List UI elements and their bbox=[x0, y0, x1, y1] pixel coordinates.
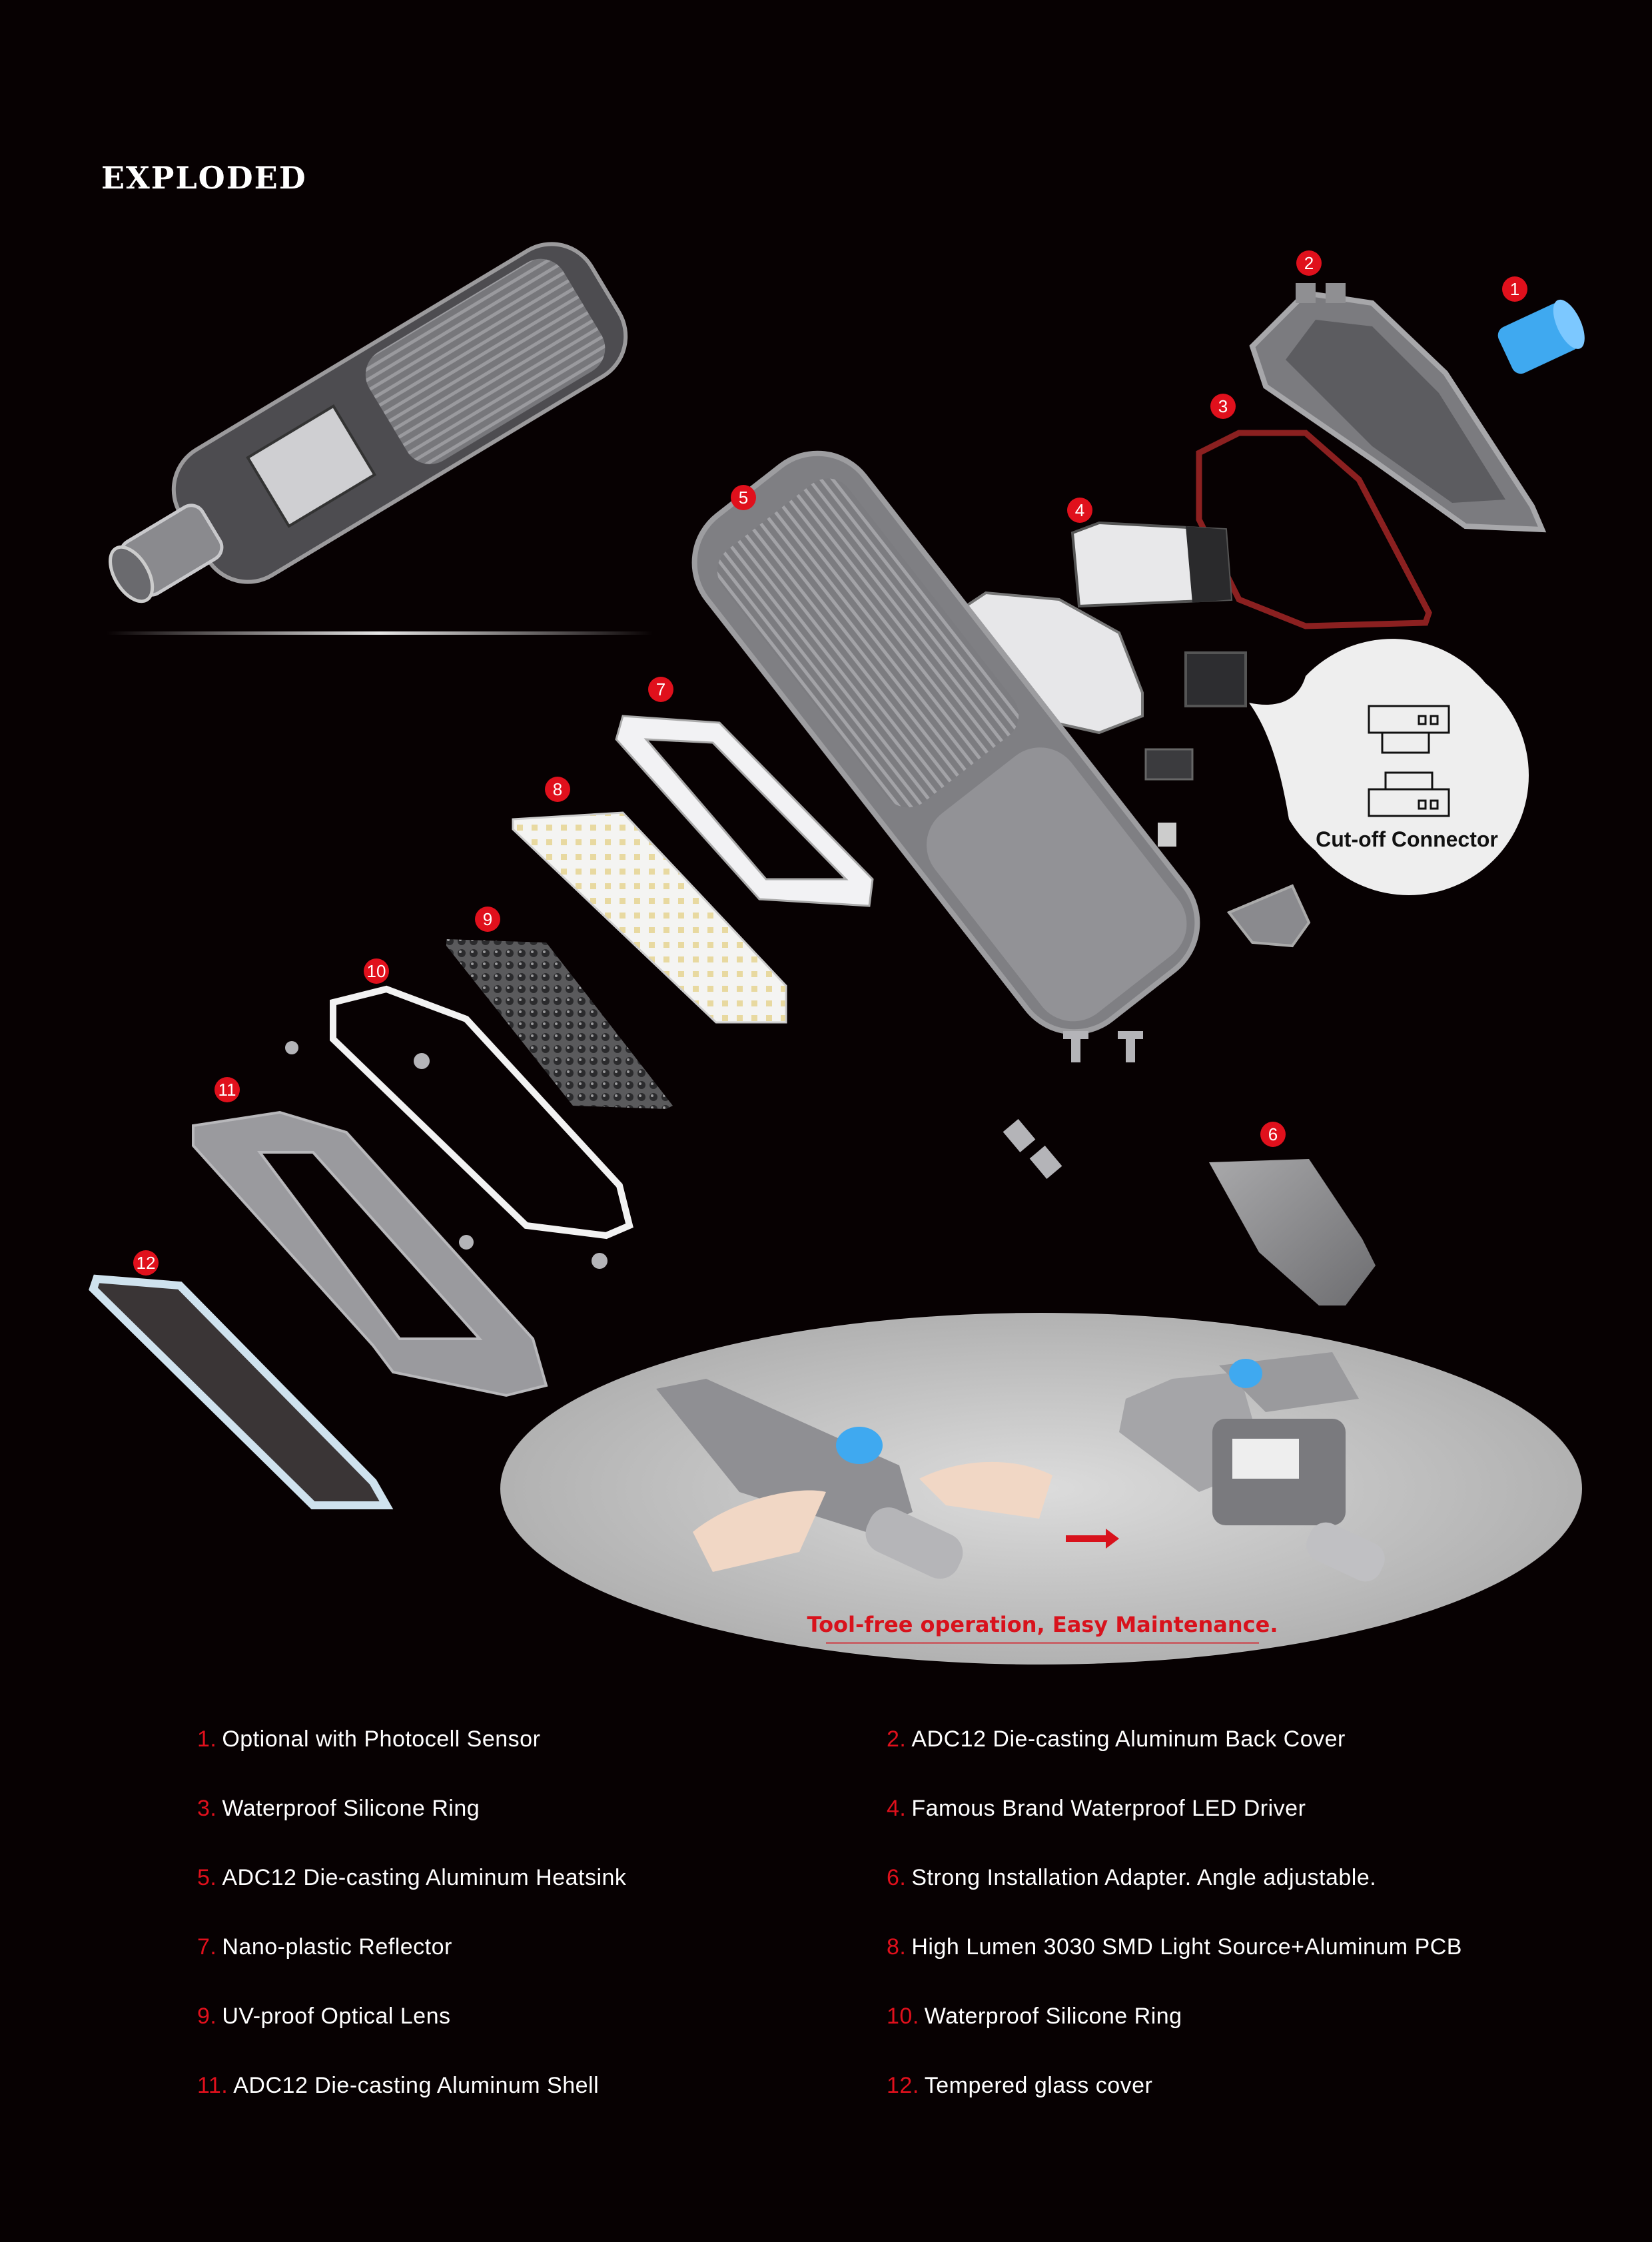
screws bbox=[285, 1031, 1143, 1269]
part-number-badges: 1 2 3 4 5 6 7 8 9 10 11 12 bbox=[133, 250, 1527, 1276]
badge-6: 6 bbox=[1260, 1122, 1286, 1147]
maintenance-caption: Tool-free operation, Easy Maintenance. bbox=[807, 1612, 1278, 1637]
led-driver-part bbox=[1070, 521, 1233, 608]
heatsink-part bbox=[691, 450, 1200, 1035]
sensor-icon bbox=[836, 1427, 883, 1464]
svg-text:12: 12 bbox=[137, 1253, 156, 1273]
badge-11: 11 bbox=[214, 1077, 240, 1102]
photocell-sensor-part bbox=[1497, 299, 1585, 374]
svg-text:11: 11 bbox=[218, 1080, 236, 1100]
legend-item-3: 3.Waterproof Silicone Ring bbox=[197, 1796, 480, 1821]
page-title: EXPLODED bbox=[101, 160, 307, 196]
reflector-part bbox=[615, 715, 874, 907]
arrow-right-icon bbox=[1066, 1529, 1119, 1549]
installation-adapter-part bbox=[1209, 1159, 1376, 1306]
badge-2: 2 bbox=[1296, 250, 1322, 276]
silicone-ring-front-part bbox=[330, 985, 633, 1240]
svg-text:9: 9 bbox=[483, 909, 492, 929]
maintenance-illustration: Tool-free operation, Easy Maintenance. bbox=[500, 1313, 1582, 1665]
legend-item-4: 4.Famous Brand Waterproof LED Driver bbox=[887, 1796, 1306, 1821]
cut-off-connector-callout: Cut-off Connector bbox=[1249, 639, 1529, 895]
optical-lens-part bbox=[446, 939, 673, 1109]
svg-text:8: 8 bbox=[553, 779, 562, 799]
svg-text:1: 1 bbox=[1510, 279, 1519, 299]
connector-part bbox=[1144, 748, 1194, 781]
legend-item-2: 2.ADC12 Die-casting Aluminum Back Cover bbox=[887, 1726, 1346, 1752]
badge-5: 5 bbox=[731, 485, 756, 510]
svg-text:6: 6 bbox=[1268, 1124, 1278, 1144]
badge-8: 8 bbox=[545, 777, 570, 802]
legend-item-9: 9.UV-proof Optical Lens bbox=[197, 2004, 451, 2029]
aluminum-shell-part bbox=[192, 1110, 548, 1397]
lamp-closed-illustration bbox=[656, 1379, 1052, 1579]
badge-3: 3 bbox=[1210, 394, 1236, 419]
lamp-open-illustration bbox=[1119, 1352, 1385, 1582]
hand-left-icon bbox=[693, 1490, 826, 1572]
legend-item-8: 8.High Lumen 3030 SMD Light Source+Alumi… bbox=[887, 1934, 1462, 1960]
small-connector-part bbox=[1158, 823, 1176, 847]
legend-item-7: 7.Nano-plastic Reflector bbox=[197, 1934, 452, 1960]
svg-text:5: 5 bbox=[739, 488, 748, 508]
legend-item-6: 6.Strong Installation Adapter. Angle adj… bbox=[887, 1865, 1377, 1890]
badge-4: 4 bbox=[1067, 498, 1092, 523]
svg-text:2: 2 bbox=[1304, 253, 1314, 273]
connector-line-drawing-icon bbox=[1368, 705, 1450, 817]
svg-text:3: 3 bbox=[1218, 396, 1228, 416]
legend-item-5: 5.ADC12 Die-casting Aluminum Heatsink bbox=[197, 1865, 627, 1890]
cover-flap-part bbox=[1226, 884, 1311, 948]
badge-10: 10 bbox=[364, 958, 389, 984]
legend-item-1: 1.Optional with Photocell Sensor bbox=[197, 1726, 541, 1752]
svg-text:10: 10 bbox=[367, 961, 386, 981]
led-pcb-part bbox=[512, 811, 787, 1024]
terminal-block-part bbox=[1184, 651, 1247, 707]
badge-7: 7 bbox=[648, 677, 673, 702]
back-cover-part bbox=[1249, 283, 1547, 533]
glass-cover-part bbox=[89, 1274, 394, 1509]
reflection-line bbox=[107, 631, 653, 635]
assembled-street-light bbox=[109, 242, 628, 603]
callout-label: Cut-off Connector bbox=[1316, 827, 1498, 851]
badge-1: 1 bbox=[1502, 276, 1527, 302]
badge-9: 9 bbox=[475, 907, 500, 932]
hand-right-icon bbox=[919, 1461, 1052, 1519]
legend-item-10: 10.Waterproof Silicone Ring bbox=[887, 2004, 1182, 2029]
legend-item-12: 12.Tempered glass cover bbox=[887, 2073, 1153, 2098]
svg-text:7: 7 bbox=[656, 679, 665, 699]
badge-12: 12 bbox=[133, 1250, 159, 1276]
legend-item-11: 11.ADC12 Die-casting Aluminum Shell bbox=[197, 2073, 600, 2098]
svg-text:4: 4 bbox=[1075, 500, 1084, 520]
